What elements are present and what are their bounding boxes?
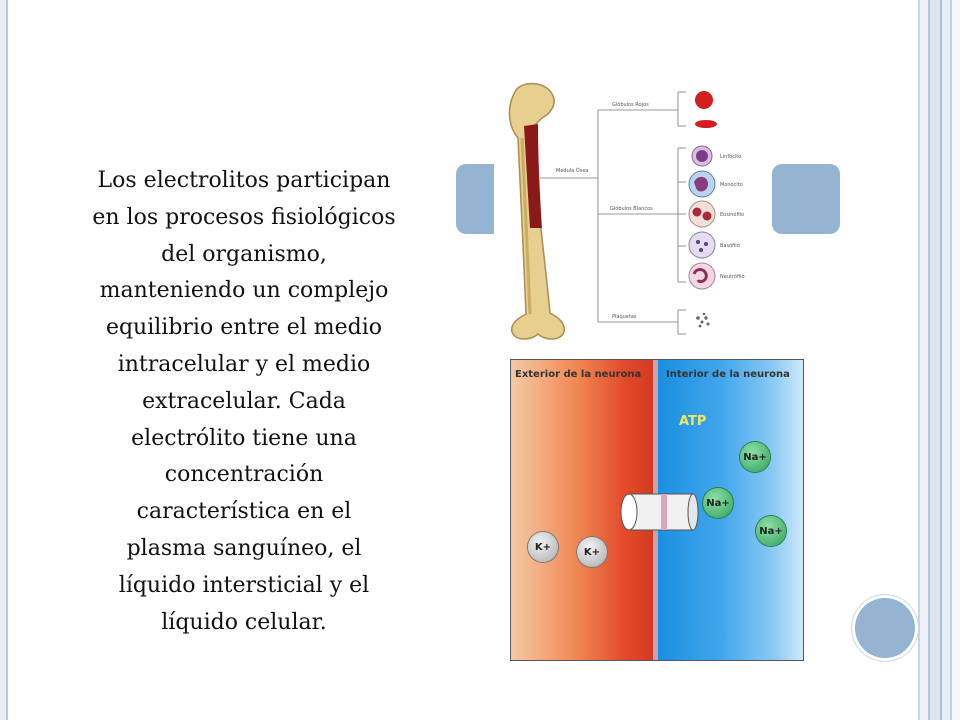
label-white-cell-1: Linfocito <box>720 154 741 160</box>
label-white-cell-5: Neutrófilo <box>720 273 745 280</box>
label-medula-osea: Médula Ósea <box>556 167 588 174</box>
connector-lines <box>540 91 686 335</box>
white-cell-3 <box>688 200 716 228</box>
sodium-ion: Na+ <box>740 442 770 472</box>
atp-label: ATP <box>679 414 707 429</box>
left-frame-border <box>0 0 11 720</box>
interior-label: Interior de la neurona <box>666 369 790 380</box>
ion-channel-cylinder <box>620 493 699 531</box>
label-plaquetas: Plaquetas <box>612 314 637 320</box>
bone-marrow-illustration: Glóbulos Rojos Médula Ósea Glóbulos Blan… <box>508 82 745 340</box>
exterior-label: Exterior de la neurona <box>515 369 642 380</box>
potassium-ion: K+ <box>577 537 607 567</box>
red-blood-cell-side <box>695 120 717 128</box>
right-frame-stripes <box>918 0 960 720</box>
sodium-ion: Na+ <box>756 516 786 546</box>
label-white-cell-4: Basófilo <box>720 242 740 249</box>
red-blood-cell <box>695 91 713 109</box>
potassium-ion: K+ <box>528 532 558 562</box>
platelets <box>696 312 710 328</box>
decorative-circle <box>855 598 915 658</box>
white-cell-5 <box>688 262 716 290</box>
title-placeholder-tab-right <box>772 164 840 234</box>
sodium-ion: Na+ <box>703 488 733 518</box>
white-cell-4 <box>688 231 716 259</box>
label-white-cell-3: Eosinófilo <box>720 211 744 218</box>
label-globulos-rojos: Glóbulos Rojos <box>612 101 649 108</box>
body-text: Los electrolitos participan en los proce… <box>92 168 396 635</box>
neuron-membrane-diagram: Exterior de la neurona Interior de la ne… <box>510 359 804 661</box>
label-white-cell-2: Monocito <box>720 182 743 188</box>
label-globulos-blancos: Glóbulos Blancos <box>610 205 653 212</box>
marrow-region <box>524 124 542 228</box>
femur-shading <box>520 137 532 315</box>
bone-marrow-diagram: Glóbulos Rojos Médula Ósea Glóbulos Blan… <box>494 78 772 350</box>
